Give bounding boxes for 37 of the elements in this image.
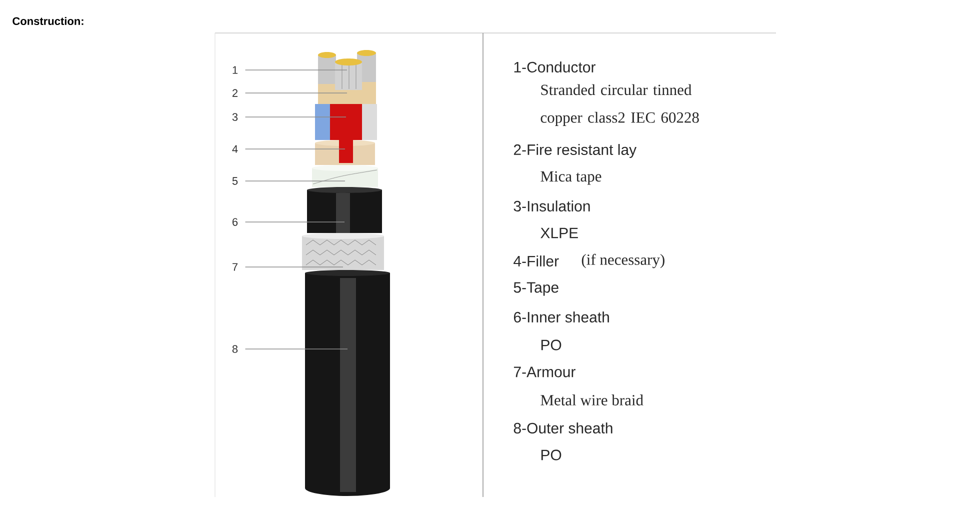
leader-line [244, 266, 344, 268]
part-heading: 2-Fire resistant lay [514, 144, 636, 158]
cable-layer [315, 140, 375, 165]
callout-number: 4 [232, 145, 238, 153]
callout-number: 7 [232, 263, 238, 271]
leader-line [244, 92, 348, 94]
part-heading: XLPE [540, 228, 578, 238]
leader-line [244, 148, 346, 150]
callout-number: 6 [232, 218, 238, 226]
callout-number: 5 [232, 177, 238, 185]
callout-number: 2 [232, 89, 238, 97]
callout-number: 1 [232, 66, 238, 74]
description-text: (if necessary) [582, 254, 664, 268]
cable-layer [305, 270, 390, 496]
callout-number: 8 [232, 345, 238, 353]
cable-layer [318, 50, 376, 90]
part-heading: 8-Outer sheath [514, 422, 612, 434]
part-heading: 1-Conductor [514, 62, 596, 72]
part-heading: PO [541, 340, 562, 350]
description-text: Mica tape [540, 171, 602, 185]
cable-layer [315, 104, 377, 140]
part-heading: 6-Inner sheath [514, 311, 609, 322]
leader-line [244, 180, 346, 182]
title: Construction: [12, 16, 84, 26]
cable-layer [312, 165, 378, 187]
part-heading: PO [541, 450, 562, 460]
description-text: Stranded circular tinned copper class2 IEC 60228 [540, 84, 699, 126]
callout-number: 3 [232, 113, 238, 121]
description-text: Metal wire braid [540, 394, 644, 406]
part-heading: 7-Armour [514, 366, 576, 378]
part-heading: 3-Insulation [514, 200, 590, 212]
leader-line [244, 116, 346, 118]
cable-layer [307, 187, 382, 233]
part-heading: 5-Tape [514, 282, 558, 296]
part-heading: 4-Filler [514, 255, 559, 266]
leader-line [244, 348, 348, 350]
cable-layer [302, 233, 384, 270]
